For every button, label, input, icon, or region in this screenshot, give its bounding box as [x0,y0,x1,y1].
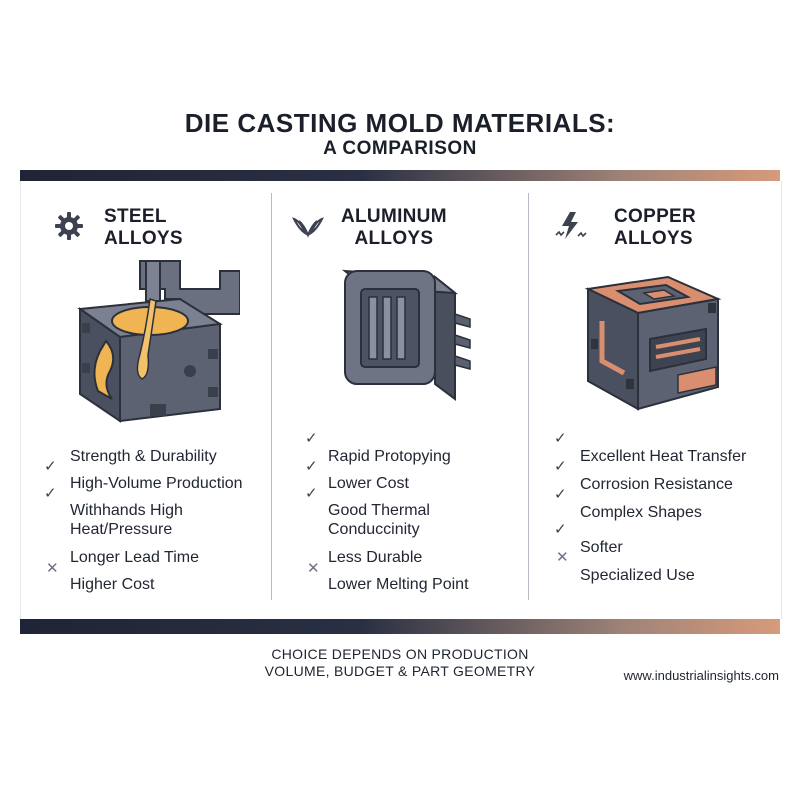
aluminum-name-line1: ALUMINUM [341,206,447,227]
feature-mark: ✓ [305,458,318,475]
feature-text: Lower Melting Point [328,576,469,593]
steel-name: STEEL ALLOYS [104,206,183,250]
gear-icon [52,209,86,243]
copper-header: COPPER ALLOYS [554,203,774,253]
copper-column: COPPER ALLOYS ✓ ✓ ✓ ✓ ✕ Excellent Heat T… [532,181,782,619]
feature-mark: ✕ [556,549,569,566]
source-url: www.industrialinsights.com [623,668,779,683]
feature-mark: ✓ [44,485,57,502]
steel-mold-illustration [77,260,240,423]
page-title: DIE CASTING MOLD MATERIALS: [184,108,616,138]
aluminum-name-line2: ALLOYS [354,228,434,249]
feature-text: Lower Cost [328,475,409,492]
aluminum-name: ALUMINUM ALLOYS [341,206,447,250]
aluminum-column: ALUMINUM ALLOYS ✓ ✓ ✓ ✕ Rapid Protopying… [279,181,529,619]
copper-name: COPPER ALLOYS [614,206,696,250]
feature-text: Good Thermal [328,502,430,519]
steel-name-line2: ALLOYS [104,228,183,249]
feature-text: Excellent Heat Transfer [580,448,747,465]
feature-text: Conduccinity [328,521,420,538]
bottom-accent-bar [20,619,780,634]
wings-icon [291,209,325,243]
feature-mark: ✓ [44,458,57,475]
steel-header: STEEL ALLOYS [52,203,252,253]
feature-text: Complex Shapes [580,504,702,521]
feature-text: Longer Lead Time [70,549,199,566]
copper-mold-illustration [584,275,722,411]
aluminum-header: ALUMINUM ALLOYS [291,203,521,253]
feature-text: Corrosion Resistance [580,476,733,493]
aluminum-mold-illustration [341,269,471,401]
feature-text: Strength & Durability [70,448,217,465]
feature-mark: ✓ [554,521,567,538]
feature-mark: ✓ [305,430,318,447]
feature-mark: ✓ [554,486,567,503]
steel-column: STEEL ALLOYS ✓ ✓ ✕ Strength & Durability… [22,181,272,619]
feature-mark: ✓ [305,485,318,502]
steel-name-line1: STEEL [104,206,167,227]
feature-mark: ✕ [307,560,320,577]
feature-text: High-Volume Production [70,475,243,492]
feature-text: Less Durable [328,549,423,566]
column-divider [528,193,529,600]
feature-mark: ✓ [554,458,567,475]
copper-name-line2: ALLOYS [614,228,693,249]
top-accent-bar [20,170,780,181]
copper-name-line1: COPPER [614,206,697,227]
footer-line1: CHOICE DEPENDS ON PRODUCTION [271,646,529,662]
footer-note: CHOICE DEPENDS ON PRODUCTION VOLUME, BUD… [180,646,620,680]
column-divider [271,193,272,600]
feature-text: Rapid Protopying [328,448,451,465]
feature-text: Softer [580,539,623,556]
page-subtitle: A COMPARISON [323,138,477,159]
footer-line2: VOLUME, BUDGET & PART GEOMETRY [264,663,536,679]
feature-text: Higher Cost [70,576,155,593]
lightning-icon [554,209,588,243]
feature-text: Specialized Use [580,567,695,584]
feature-mark: ✓ [554,430,567,447]
feature-text: Withhands High [70,502,183,519]
feature-mark: ✕ [46,560,59,577]
feature-text: Heat/Pressure [70,521,173,538]
